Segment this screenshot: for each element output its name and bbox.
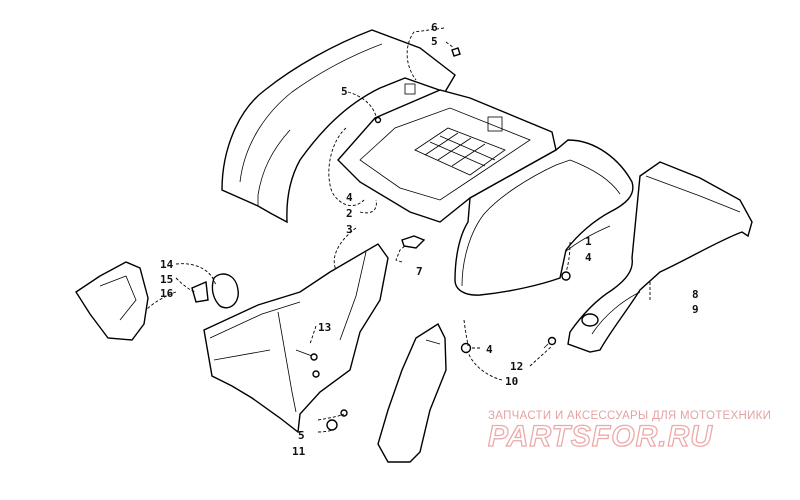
watermark-tagline: ЗАПЧАСТИ И АКСЕССУАРЫ ДЛЯ МОТОТЕХНИКИ [488, 410, 771, 422]
callout-9: 9 [692, 303, 699, 316]
mud-flap [377, 322, 447, 463]
left-side-panel [203, 243, 389, 434]
callout-labels: 6 5 5 4 2 3 1 4 7 8 9 14 15 16 13 4 12 1… [160, 21, 699, 458]
rear-fender-assembly [221, 29, 634, 296]
callout-3: 3 [346, 223, 353, 236]
callout-14: 14 [160, 258, 174, 271]
callout-10: 10 [505, 375, 518, 388]
right-footwell-panel [567, 161, 753, 353]
callout-4-left: 4 [346, 191, 353, 204]
callout-15: 15 [160, 273, 173, 286]
watermark: ЗАПЧАСТИ И АКСЕССУАРЫ ДЛЯ МОТОТЕХНИКИ PA… [487, 410, 771, 454]
callout-7: 7 [416, 265, 423, 278]
callout-12: 12 [510, 360, 523, 373]
callout-4-right: 4 [585, 251, 592, 264]
callout-5-top: 5 [431, 35, 438, 48]
callout-4-mid: 4 [486, 343, 493, 356]
callout-2: 2 [346, 207, 353, 220]
watermark-logo: PARTSFOR.RU [488, 420, 713, 453]
callout-5-bottom: 5 [298, 429, 305, 442]
hardware-parts [191, 47, 557, 431]
callout-6: 6 [431, 21, 438, 34]
callout-16: 16 [160, 287, 174, 300]
callout-1: 1 [585, 235, 592, 248]
callout-8: 8 [692, 288, 699, 301]
callout-11: 11 [292, 445, 306, 458]
leader-lines [145, 27, 651, 433]
guard-panel [75, 261, 149, 341]
callout-13: 13 [318, 321, 331, 334]
callout-5-left: 5 [341, 85, 348, 98]
